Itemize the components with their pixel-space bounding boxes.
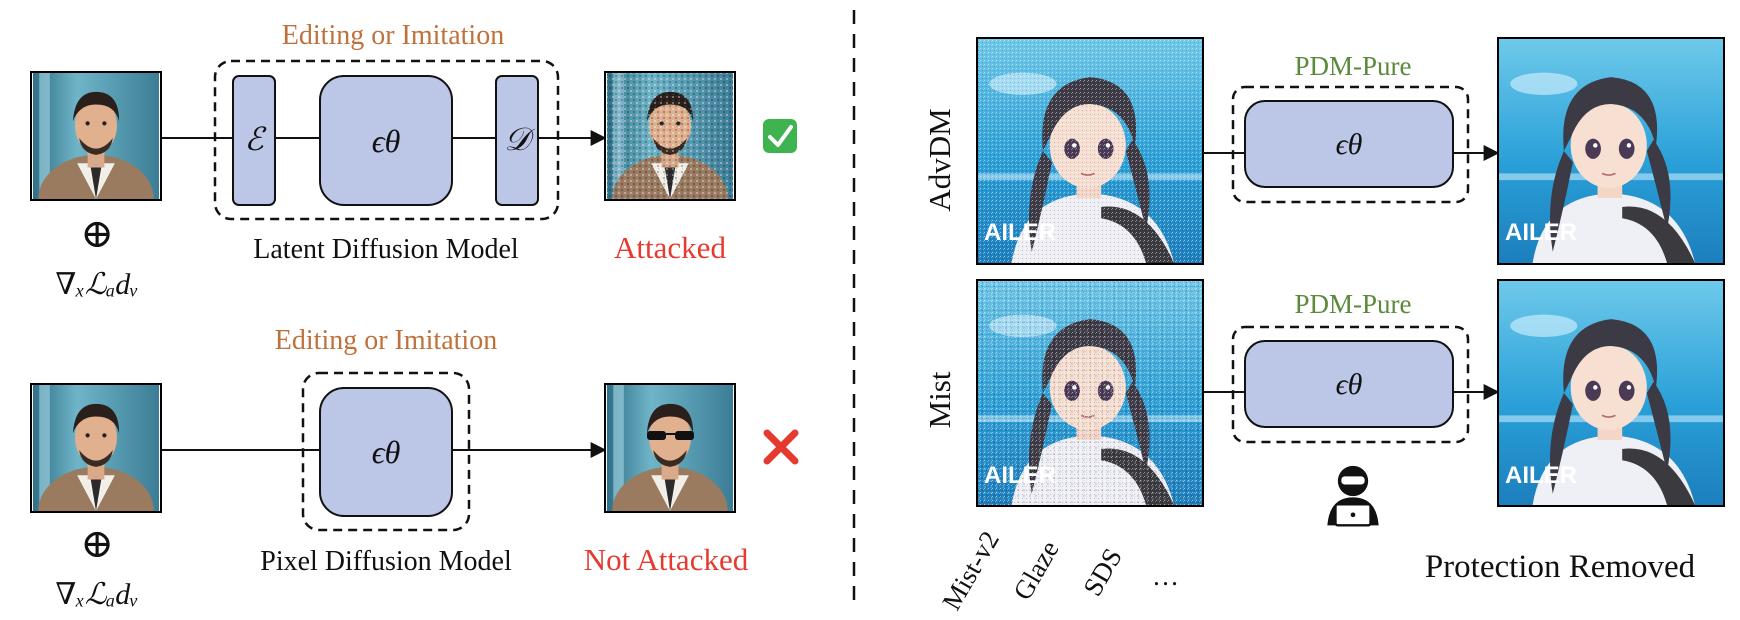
watermark: AILER xyxy=(984,219,1056,246)
editing-title: Editing or Imitation xyxy=(275,325,497,356)
output-noisy-face-photo xyxy=(604,71,736,201)
denoiser-box-top: ϵθ xyxy=(319,75,453,206)
denoiser-symbol: ϵθ xyxy=(372,434,401,470)
input-face-photo-top xyxy=(30,71,162,201)
encoder-symbol: ℰ xyxy=(244,121,267,157)
denoiser-symbol: ϵθ xyxy=(372,123,401,159)
cross-mark-icon xyxy=(763,429,799,465)
latent-model-frame xyxy=(213,59,560,221)
left-top-row: ⊕ ∇ₓℒₐdᵥ Editing or Imitation ℰ ϵθ 𝒟 Lat… xyxy=(30,20,797,301)
hacker-icon xyxy=(1326,464,1380,527)
check-mark-icon xyxy=(763,119,797,153)
plus-symbol: ⊕ xyxy=(80,211,114,256)
method-ellipsis: … xyxy=(1152,561,1179,591)
watermark: AILER xyxy=(1505,462,1577,489)
input-face-photo-bottom xyxy=(30,383,162,513)
protection-removed-label: Protection Removed xyxy=(1425,549,1696,585)
editing-title: Editing or Imitation xyxy=(282,20,504,51)
other-methods: Mist-v2 Glaze SDS … xyxy=(936,526,1179,615)
attacked-label: Attacked xyxy=(614,230,726,265)
method-mist-v2: Mist-v2 xyxy=(936,526,1005,615)
pdm-pure-frame xyxy=(1231,325,1470,444)
denoiser-symbol: ϵθ xyxy=(1336,128,1363,161)
pdm-pure-title: PDM-Pure xyxy=(1294,289,1411,319)
denoiser-box-bottom: ϵθ xyxy=(319,387,453,517)
denoiser-symbol: ϵθ xyxy=(1336,368,1363,401)
denoiser-box-mist: ϵθ xyxy=(1244,340,1454,428)
method-sds: SDS xyxy=(1077,543,1128,601)
output-face-photo-sunglasses xyxy=(604,383,736,513)
protected-anime-image-advdm: AILER xyxy=(976,37,1204,265)
latent-model-caption: Latent Diffusion Model xyxy=(253,234,519,265)
encoder-box: ℰ xyxy=(232,75,276,206)
left-bottom-row: ⊕ ∇ₓℒₐdᵥ Editing or Imitation ϵθ Pixel D… xyxy=(30,325,799,611)
plus-symbol: ⊕ xyxy=(80,521,114,566)
watermark: AILER xyxy=(984,462,1056,489)
pdm-pure-frame xyxy=(1231,85,1470,204)
right-row-mist: Mist AILER PDM-Pure ϵθ AILER xyxy=(922,279,1725,507)
watermark: AILER xyxy=(1505,219,1577,246)
row-label-mist: Mist xyxy=(922,371,957,428)
right-row-advdm: AdvDM AILER PDM-Pure ϵθ AILER xyxy=(922,37,1725,265)
gradient-label: ∇ₓℒₐdᵥ xyxy=(55,578,138,611)
method-glaze: Glaze xyxy=(1007,535,1064,605)
purified-anime-image-mist: AILER xyxy=(1497,279,1725,507)
pixel-model-frame xyxy=(301,371,471,532)
protected-anime-image-mist: AILER xyxy=(976,279,1204,507)
purified-anime-image-advdm: AILER xyxy=(1497,37,1725,265)
row-label-advdm: AdvDM xyxy=(922,108,957,211)
pdm-pure-title: PDM-Pure xyxy=(1294,51,1411,81)
gradient-label: ∇ₓℒₐdᵥ xyxy=(55,268,138,301)
denoiser-box-advdm: ϵθ xyxy=(1244,100,1454,188)
decoder-box: 𝒟 xyxy=(495,75,539,206)
not-attacked-label: Not Attacked xyxy=(584,542,749,577)
pixel-model-caption: Pixel Diffusion Model xyxy=(260,546,512,577)
